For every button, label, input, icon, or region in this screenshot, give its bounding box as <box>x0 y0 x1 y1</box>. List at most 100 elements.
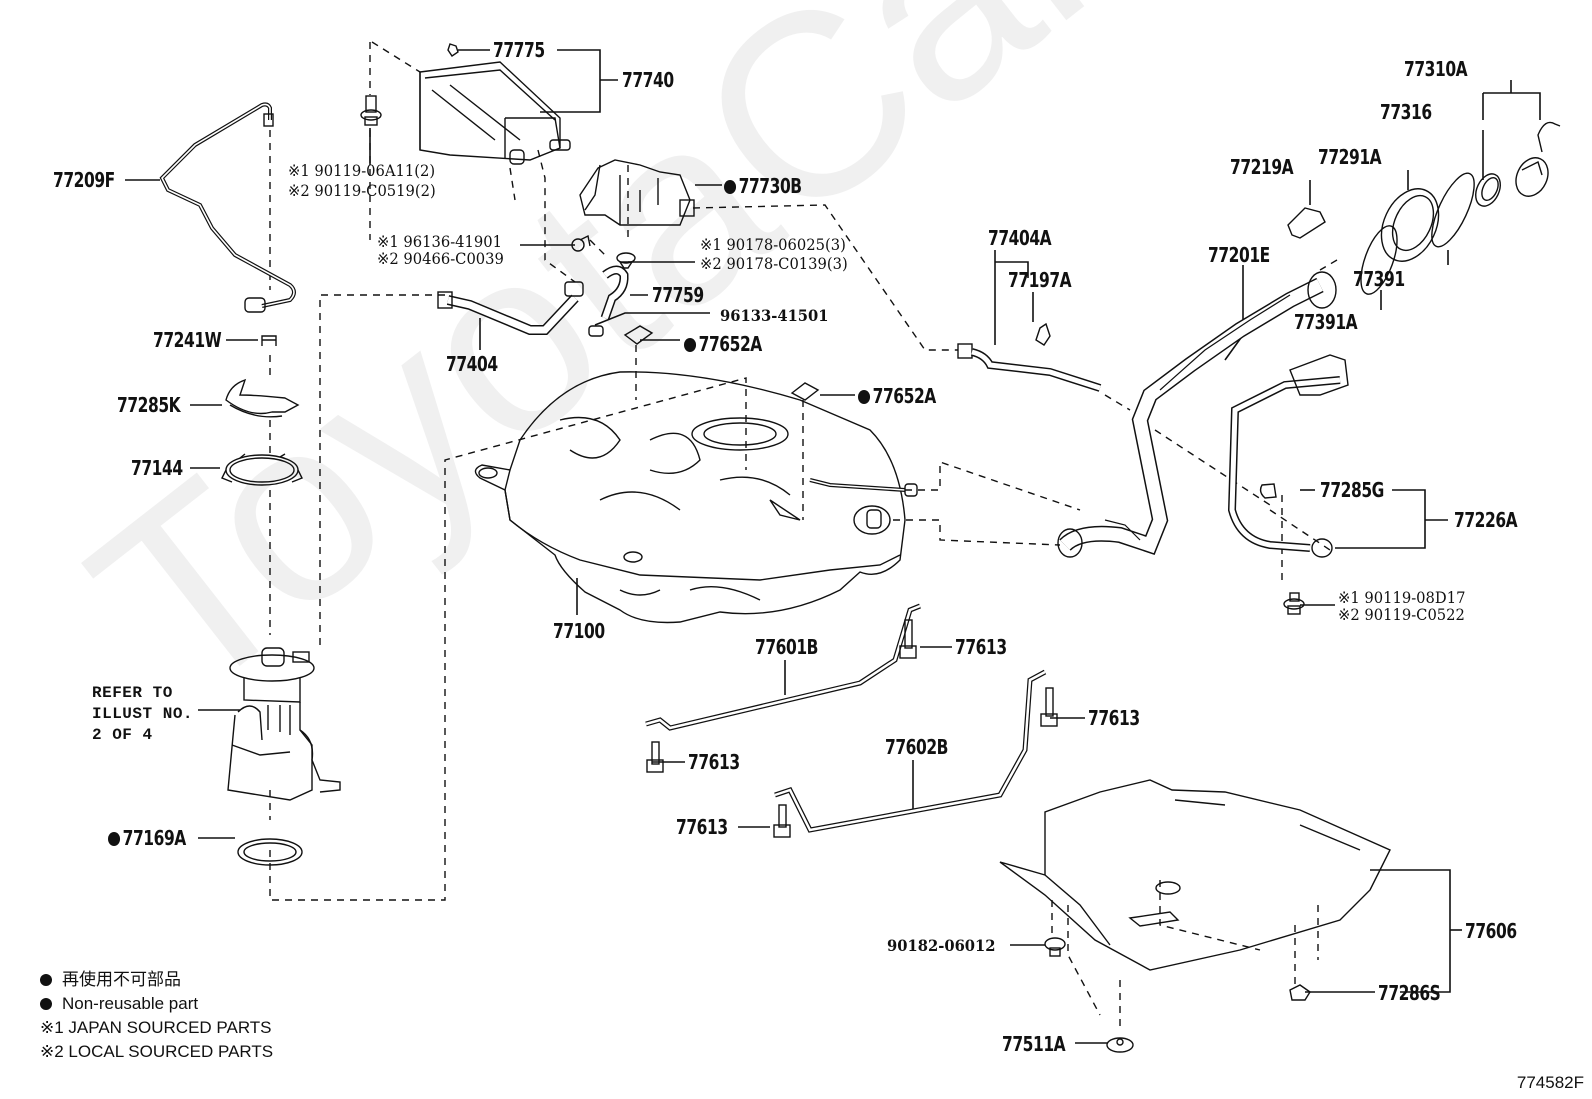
label-77613-d[interactable]: 77613 <box>676 815 728 839</box>
label-clamp-90466[interactable]: ※2 90466-C0039 <box>377 249 504 268</box>
part-77740-charcoal-canister[interactable] <box>419 61 571 165</box>
label-bolt-90119-C0522[interactable]: ※2 90119-C0522 <box>1338 605 1465 624</box>
non-reusable-dot-icon <box>858 390 871 404</box>
legend: 再使用不可部品 Non-reusable part ※1 JAPAN SOURC… <box>40 968 273 1064</box>
part-77601B-tank-band[interactable] <box>645 603 921 731</box>
part-77652A-pad-right[interactable] <box>790 382 820 401</box>
label-77169A[interactable]: 77169A <box>108 827 186 849</box>
label-77613-b[interactable]: 77613 <box>1088 706 1140 730</box>
part-77730B-vapor-valve[interactable] <box>579 159 695 226</box>
label-77391[interactable]: 77391 <box>1353 267 1405 291</box>
part-77209F-tube[interactable] <box>159 102 296 313</box>
part-77404-hose[interactable] <box>437 281 584 335</box>
refer-note-line3: 2 OF 4 <box>92 726 153 744</box>
part-77511A-nut[interactable] <box>1106 1037 1134 1053</box>
legend-row-note1: ※1 JAPAN SOURCED PARTS <box>40 1018 272 1037</box>
label-77652A-right[interactable]: 77652A <box>858 385 936 407</box>
non-reusable-dot-icon <box>684 338 697 352</box>
part-77316-ring[interactable] <box>1471 170 1505 210</box>
label-77219A[interactable]: 77219A <box>1230 155 1294 179</box>
part-fuel-pump-module[interactable] <box>227 647 341 801</box>
label-nut-90178-jp[interactable]: ※1 90178-06025(3) <box>700 235 846 254</box>
label-77144[interactable]: 77144 <box>131 456 183 480</box>
part-77391-gasket[interactable] <box>1423 168 1482 252</box>
label-77100[interactable]: 77100 <box>553 619 605 643</box>
dashed-assembly-lines <box>269 41 1338 1030</box>
part-77100-fuel-tank[interactable] <box>474 371 918 624</box>
part-77226A-breather-pipe[interactable] <box>1227 354 1349 558</box>
part-77241W-clip[interactable] <box>261 335 277 346</box>
label-77285G[interactable]: 77285G <box>1320 478 1384 502</box>
label-96133-41501[interactable]: 96133-41501 <box>720 306 829 325</box>
label-77197A[interactable]: 77197A <box>1008 268 1072 292</box>
part-77291A-housing[interactable] <box>1370 180 1449 271</box>
legend-row-nonreusable-en: Non-reusable part <box>40 992 273 1016</box>
label-77652A-top[interactable]: 77652A <box>684 333 762 355</box>
part-77285G-clip[interactable] <box>1259 483 1277 499</box>
label-77209F[interactable]: 77209F <box>53 168 115 192</box>
label-bolt-90119-local[interactable]: ※2 90119-C0519(2) <box>288 181 436 200</box>
label-77602B[interactable]: 77602B <box>885 735 949 759</box>
part-77613-bolt-a[interactable] <box>899 619 917 659</box>
part-77404A-hose[interactable] <box>957 343 1102 392</box>
part-77602B-tank-band[interactable] <box>774 669 1047 833</box>
part-77169A-gasket[interactable] <box>237 838 303 866</box>
label-77775[interactable]: 77775 <box>493 38 545 62</box>
label-77613-a[interactable]: 77613 <box>955 635 1007 659</box>
label-77740[interactable]: 77740 <box>622 68 674 92</box>
label-77291A[interactable]: 77291A <box>1318 145 1382 169</box>
non-reusable-dot-icon <box>724 180 737 194</box>
label-77404A[interactable]: 77404A <box>988 226 1052 250</box>
non-reusable-dot-icon <box>40 998 52 1010</box>
label-77511A[interactable]: 77511A <box>1002 1032 1066 1056</box>
non-reusable-dot-icon <box>108 832 121 846</box>
part-77613-bolt-d[interactable] <box>773 804 791 838</box>
part-clamp-96133[interactable] <box>588 325 604 337</box>
label-77404[interactable]: 77404 <box>446 352 498 376</box>
part-77613-bolt-b[interactable] <box>1040 687 1058 727</box>
part-77775-plug[interactable] <box>447 43 459 57</box>
leader-lines <box>125 49 1541 1044</box>
label-77226A[interactable]: 77226A <box>1454 508 1518 532</box>
label-77241W[interactable]: 77241W <box>153 328 222 352</box>
label-77310A[interactable]: 77310A <box>1404 57 1468 81</box>
part-77285K[interactable] <box>225 378 300 418</box>
part-bolt-90119[interactable] <box>360 95 382 126</box>
part-77197A-clip[interactable] <box>1035 322 1051 346</box>
part-77286S-clip[interactable] <box>1289 984 1311 1001</box>
part-77391A-gasket[interactable] <box>1354 221 1405 298</box>
part-77219A-bracket[interactable] <box>1287 207 1326 239</box>
label-bolt-90119-08D17[interactable]: ※1 90119-08D17 <box>1338 588 1466 607</box>
refer-note-line1: REFER TO <box>92 684 173 702</box>
part-77201E-filler-pipe[interactable] <box>1057 271 1337 558</box>
refer-note-line2: ILLUST NO. <box>92 705 194 723</box>
part-90182-clip[interactable] <box>1044 937 1066 957</box>
part-bolt-90119-inlet[interactable] <box>1283 592 1305 615</box>
label-77730B[interactable]: 77730B <box>724 175 802 197</box>
label-77285K[interactable]: 77285K <box>117 393 181 417</box>
part-77606-under-cover[interactable] <box>999 779 1391 971</box>
part-77613-bolt-c[interactable] <box>646 741 664 773</box>
label-77286S[interactable]: 77286S <box>1378 981 1441 1005</box>
figure-number: 774582F <box>1516 1073 1584 1092</box>
label-90182-06012[interactable]: 90182-06012 <box>887 936 996 955</box>
label-bolt-90119-jp[interactable]: ※1 90119-06A11(2) <box>288 161 436 180</box>
label-77759[interactable]: 77759 <box>652 283 704 307</box>
label-clamp-96136[interactable]: ※1 96136-41901 <box>377 232 503 251</box>
part-77652A-pad[interactable] <box>623 325 654 345</box>
part-nut-90178[interactable] <box>616 252 636 269</box>
part-clamp-96136[interactable] <box>571 234 591 252</box>
part-77759-hose[interactable] <box>600 265 629 320</box>
label-nut-90178-local[interactable]: ※2 90178-C0139(3) <box>700 254 848 273</box>
legend-row-nonreusable-jp: 再使用不可部品 <box>40 968 273 992</box>
label-77601B[interactable]: 77601B <box>755 635 819 659</box>
label-77613-c[interactable]: 77613 <box>688 750 740 774</box>
part-77144-retainer-ring[interactable] <box>221 453 303 486</box>
part-77310A-fuel-cap[interactable] <box>1510 121 1561 201</box>
label-77201E[interactable]: 77201E <box>1208 243 1270 267</box>
non-reusable-dot-icon <box>40 974 52 986</box>
label-77391A[interactable]: 77391A <box>1294 310 1358 334</box>
label-77606[interactable]: 77606 <box>1465 919 1517 943</box>
label-77316[interactable]: 77316 <box>1380 100 1432 124</box>
